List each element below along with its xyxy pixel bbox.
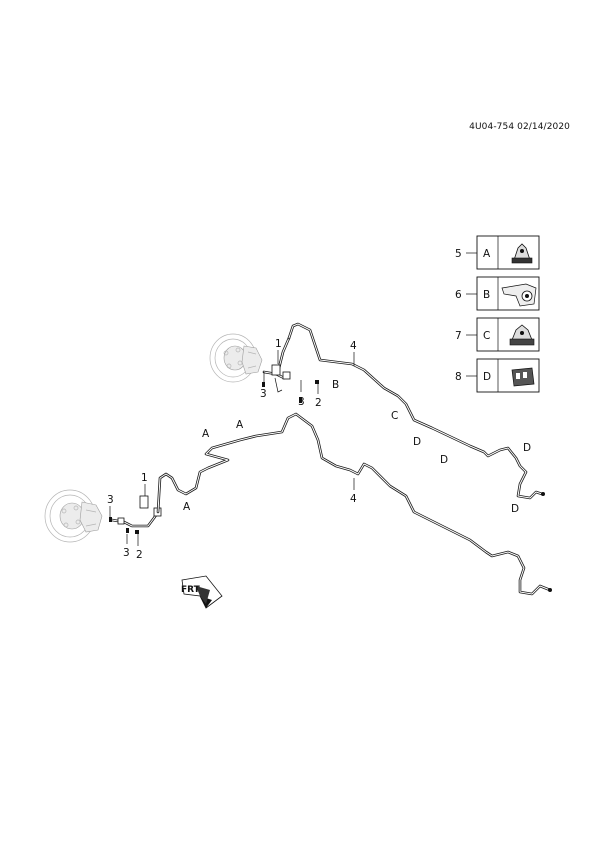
callout-3-lower-b: 3 — [123, 547, 130, 559]
upper-brake-hose — [262, 336, 291, 393]
front-arrow-icon — [181, 575, 223, 609]
callout-A-3: A — [183, 501, 191, 513]
bracket-b-icon — [501, 283, 537, 307]
callout-1-upper: 1 — [275, 338, 282, 350]
legend-letter: C — [483, 330, 490, 342]
front-label: FRT — [181, 585, 201, 595]
legend-number: 7 — [455, 330, 462, 342]
callout-B: B — [332, 379, 339, 391]
callout-4-upper: 4 — [350, 340, 357, 352]
legend-row-5: 5 A — [455, 235, 540, 270]
callout-2-upper: 2 — [315, 397, 322, 409]
legend-letter: B — [483, 289, 490, 301]
callout-3-upper-b: 3 — [298, 396, 305, 408]
legend-number: 6 — [455, 289, 462, 301]
legend-number: 5 — [455, 248, 462, 260]
lower-brake-pipe — [156, 412, 552, 596]
callout-4-lower: 4 — [350, 493, 357, 505]
callout-1-lower: 1 — [141, 472, 148, 484]
leader-lines — [109, 350, 355, 546]
clip-a-icon — [511, 243, 533, 264]
callout-C: C — [391, 410, 398, 422]
callout-A-2: A — [236, 419, 244, 431]
callout-D-2: D — [440, 454, 448, 466]
callout-3-upper-a: 3 — [260, 388, 267, 400]
upper-brake-pipe — [287, 322, 545, 500]
diagram-code: 4U04-754 02/14/2020 — [469, 122, 570, 132]
pipe-clip-markers — [109, 380, 319, 534]
callout-2-lower: 2 — [136, 549, 143, 561]
callout-labels: 1 3 3 2 4 B C D D D D A A A 1 3 3 2 4 — [107, 338, 531, 561]
callout-D-1: D — [413, 436, 421, 448]
lower-brake-disc-assembly — [44, 489, 103, 543]
callout-3-lower-a: 3 — [107, 494, 114, 506]
legend-letter: A — [483, 248, 491, 260]
lower-brake-hose — [110, 495, 162, 528]
legend-row-6: 6 B — [455, 276, 540, 311]
clip-d-icon — [511, 367, 535, 387]
front-marker: FRT — [181, 575, 223, 609]
legend-letter: D — [483, 371, 491, 383]
legend-row-7: 7 C — [455, 317, 540, 352]
upper-brake-disc-assembly — [209, 333, 263, 383]
callout-D-4: D — [511, 503, 519, 515]
clip-c-icon — [509, 324, 535, 346]
fastener-legend: 5 A 6 B 7 — [455, 235, 540, 393]
legend-number: 8 — [455, 371, 462, 383]
legend-row-8: 8 D — [455, 358, 540, 393]
callout-D-3: D — [523, 442, 531, 454]
callout-A-1: A — [202, 428, 210, 440]
